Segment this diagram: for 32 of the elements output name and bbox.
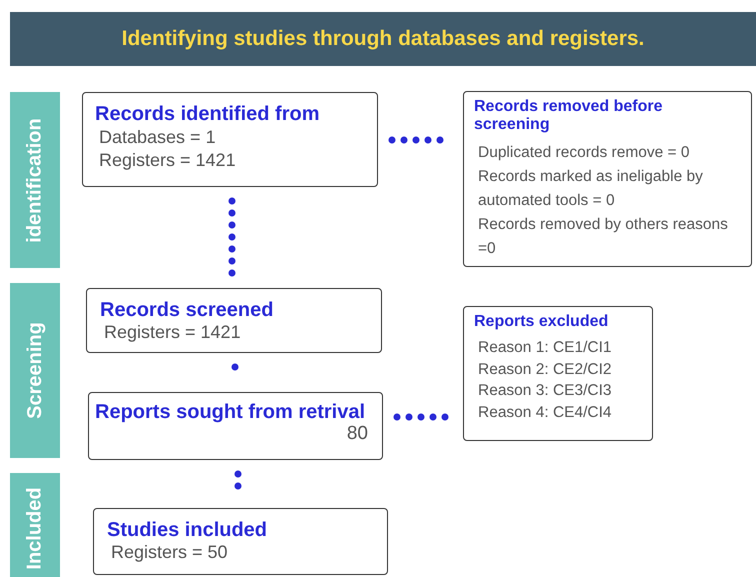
box-text: Reason 4: CE4/CI4 [477,402,613,423]
box-text: Databases = 1 [98,126,217,149]
process-box [88,392,383,460]
stage-band [10,473,60,577]
box-text: Duplicated records remove = 0 [477,142,691,163]
process-box [86,288,382,353]
diagram-title: Identifying studies through databases and registers. [122,27,644,51]
box-text: Registers = 1421 [103,322,242,344]
box-heading: Records removed before screening [474,98,664,135]
process-box [463,306,653,441]
box-text: Reason 1: CE1/CI1 [477,338,613,358]
process-box [463,91,752,267]
stage-band [10,92,60,268]
dotted-connector [228,198,236,278]
box-heading: Reports sought from retrival [95,401,366,424]
box-text: Reason 2: CE2/CI2 [477,360,613,380]
box-text: Reason 3: CE3/CI3 [477,381,613,402]
stage-band [10,283,60,458]
process-box [93,508,388,575]
box-heading: Records identified from [95,103,320,126]
box-text: Records marked as ineligable by automated tools = 0 [477,166,704,211]
box-heading: Records screened [100,299,274,322]
process-box [82,92,378,187]
box-text: Registers = 1421 [98,149,237,172]
box-text: Records removed by others reasons =0 [477,214,729,259]
box-heading: Reports excluded [474,313,610,332]
stage-label: identification [24,118,46,242]
box-text: Registers = 50 [110,542,229,564]
box-text: 80 [346,424,368,443]
stage-label: Screening [24,322,46,419]
box-heading: Studies included [107,519,268,542]
stage-label: Included [24,486,46,570]
